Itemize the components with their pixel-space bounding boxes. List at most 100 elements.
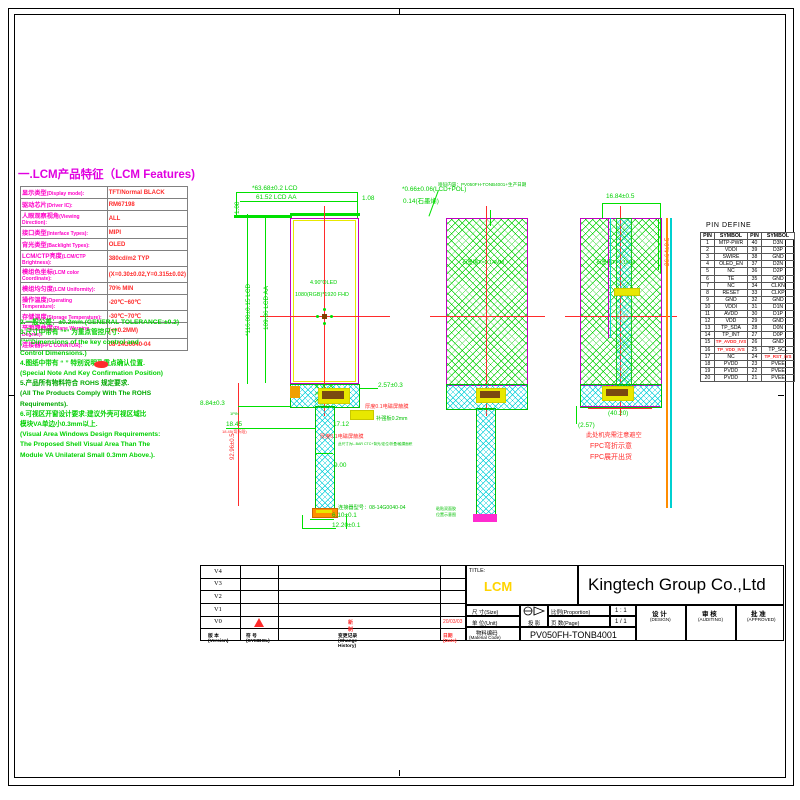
spec-row-value: 380cd/m2 TYP	[106, 250, 189, 267]
rev-header-change: 变更记录(Change History)	[338, 633, 358, 649]
dim-thickness-lcdpol: *0.66±0.06(LCD+POL)	[402, 186, 467, 193]
tick-top	[399, 8, 400, 14]
pin-table-cell: 1	[700, 239, 715, 248]
pin-table-cell: GND	[761, 317, 795, 326]
pin-table-cell: 3	[700, 253, 715, 262]
note-line: Control Dimensions.)	[20, 349, 87, 357]
pin-table-cell: 26	[747, 338, 762, 347]
view3-strip-cyan	[670, 218, 672, 508]
view1-top-lip2	[290, 213, 360, 216]
spec-row-key: 显示类型(Display mode):	[20, 186, 108, 199]
pin-table-cell: 22	[747, 366, 762, 375]
pin-table-cell: VDDI	[714, 246, 748, 255]
spec-key-en: (Interface Types):	[46, 231, 89, 237]
pin-table-cell: TP_INT	[714, 331, 748, 340]
marking-note: 喷码内容：PV050FH-TONB4001+生产日期	[438, 182, 527, 187]
pin-table-cell: GND	[714, 295, 748, 304]
pin-table-cell: 16	[700, 345, 715, 354]
spec-key-cn: 操作温度	[22, 297, 47, 304]
pin-table-cell: D0N	[761, 324, 795, 333]
dim-line-top1	[236, 192, 357, 193]
view2-fpc-tail	[476, 408, 496, 518]
spec-row: 驱动芯片(Driver IC):RM67198	[20, 198, 189, 211]
pin-table-cell: PVEE	[761, 359, 795, 368]
pin-table-cell: 37	[747, 260, 762, 269]
spec-row-key: 模组色坐标(LCM color Coordinate):	[20, 266, 108, 283]
label-shield-2: 厚度0.1电磁屏蔽膜	[320, 434, 364, 440]
spec-row-value: MIPI	[106, 226, 189, 239]
view2-bottom-note: 粘贴双面胶	[436, 506, 456, 511]
rev-header-symbol: 符 号(SYMBOL)	[246, 633, 270, 644]
material-label-cn: 物料编码	[476, 631, 498, 637]
pin-table-cell: 11	[700, 310, 715, 319]
title-cell	[466, 565, 578, 605]
view1-fpc-tail	[315, 406, 335, 512]
pin-table-cell: NC	[714, 352, 748, 361]
rev-row-divider	[200, 590, 466, 592]
note-line: 模块VA单边小0.3mm以上.	[20, 421, 98, 429]
spec-key-en: (Operating Temperature):	[22, 298, 73, 310]
spec-key-en: (Storage Temperature):	[46, 315, 102, 321]
pin-table-cell: 35	[747, 274, 762, 283]
pin-table-cell: 6	[700, 274, 715, 283]
rev-row-divider	[200, 628, 466, 630]
rev-header-date: 日期(Date)	[443, 633, 457, 644]
tick-bottom	[399, 770, 400, 776]
pin-table-cell: 34	[747, 281, 762, 290]
dim-line-top2	[240, 201, 358, 202]
page-value: 1 / 1	[615, 618, 627, 625]
rev-row-divider	[200, 577, 466, 579]
pin-table-header: SYMBOL	[761, 231, 795, 241]
spec-row-key: 存储温度(Storage Temperature):	[20, 310, 108, 323]
spec-row-value: OLED	[106, 238, 189, 251]
view1-aa-left	[293, 220, 294, 381]
dim-mid-top-right: 16.84±0.5	[606, 193, 635, 200]
projection-cell-label: 投 影	[528, 620, 541, 627]
pin-table-cell: 15	[700, 338, 715, 347]
spec-key-cn: 接口类型	[22, 230, 47, 237]
pin-table-cell: 28	[747, 324, 762, 333]
view1-display-size: 4.90"OLED	[310, 280, 338, 286]
note-line: Requirements).	[20, 400, 68, 408]
pin-table-cell: 24	[747, 352, 762, 361]
view2-centerline-h	[430, 316, 545, 317]
size-label: 尺 寸(Size)	[472, 609, 499, 616]
pin-table-cell: 17	[700, 352, 715, 361]
dim-line-884	[238, 406, 290, 407]
pin-table-cell: 13	[700, 324, 715, 333]
pin-table-cell: MTP-PWR	[714, 239, 748, 248]
pin-table-cell: D2N	[761, 260, 795, 269]
pin-table-cell: 12	[700, 317, 715, 326]
pin-table-cell: NC	[714, 281, 748, 290]
label-conn: 连接器型号：08-14G0040-04	[338, 505, 406, 511]
dim-884: 8.84±0.3	[200, 400, 225, 407]
approve-label-en: (APPROVED)	[747, 617, 776, 622]
page-value-cell	[610, 616, 636, 627]
unit-label: 单 位(Unit)	[472, 620, 498, 627]
company-name: Kingtech Group Co.,Ltd	[588, 575, 766, 594]
dim-line-left2	[265, 218, 266, 383]
pin-table-cell: 4	[700, 260, 715, 269]
spec-row-key: 人眼观察视角(Viewing Direction):	[20, 210, 108, 227]
dim-ext-top-l	[236, 192, 237, 216]
spec-row: 人眼观察视角(Viewing Direction):ALL	[20, 210, 189, 227]
pin-table-cell: TP_RST_IVS	[761, 352, 795, 361]
dim-top-left-108: 1.08	[234, 201, 241, 214]
pin-table-header: PIN	[747, 231, 762, 241]
spec-row-key: 连接器(FPC CONNTOR):	[20, 338, 108, 351]
note-line: 3.尺寸中带有 “*” 为重点管控尺寸.	[20, 329, 120, 337]
pin-table-cell: 27	[747, 331, 762, 340]
pin-table-header: SYMBOL	[714, 231, 748, 241]
note-line: 4.图纸中带有 “ ” 特别说明及重点确认位置.	[20, 359, 145, 367]
rev-version: V1	[214, 605, 222, 613]
view1-fpc-tail-div	[315, 453, 333, 454]
